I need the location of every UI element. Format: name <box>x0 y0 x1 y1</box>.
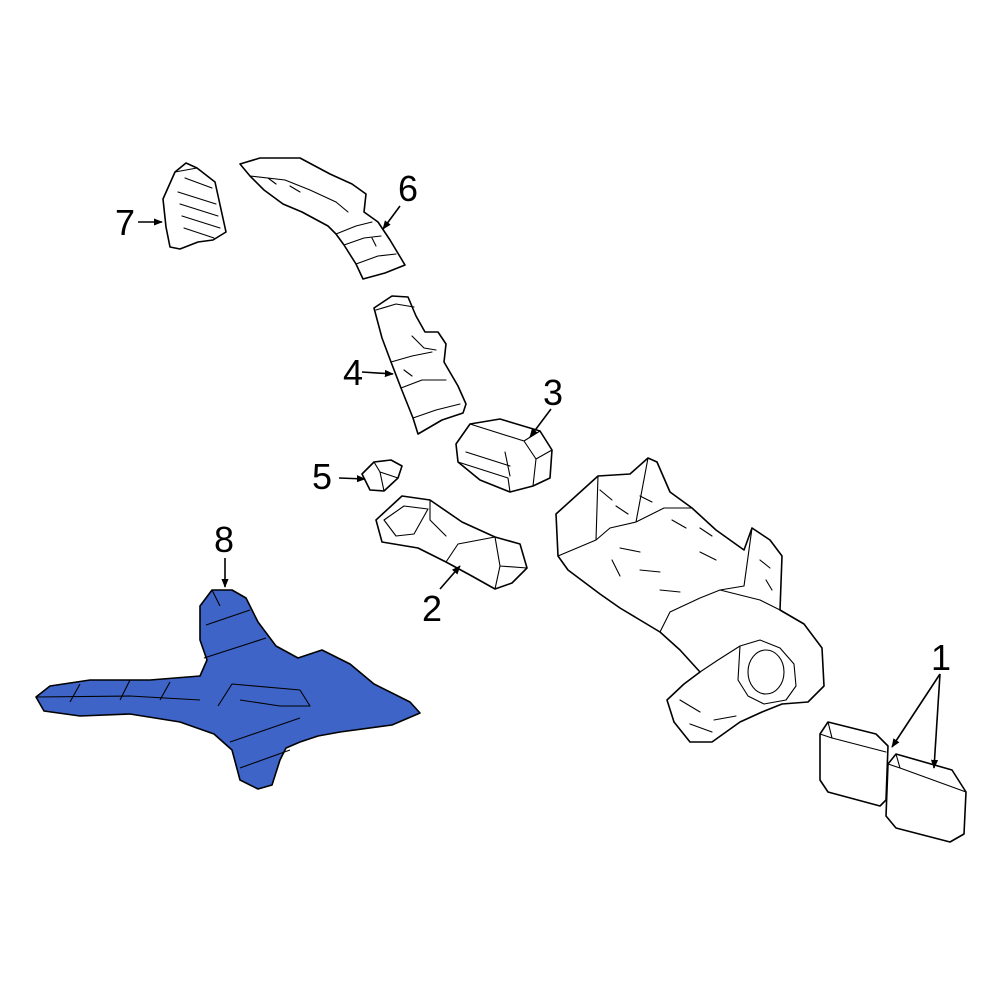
callout-2: 2 <box>422 588 442 629</box>
part-2-rear-duct[interactable] <box>375 495 528 590</box>
part-3-center-vent[interactable] <box>455 418 553 493</box>
callout-labels: 1 2 3 4 5 6 7 8 <box>115 168 951 678</box>
part-5-connector[interactable] <box>361 459 403 492</box>
heater-assembly[interactable] <box>555 457 825 743</box>
callout-3: 3 <box>543 372 563 413</box>
part-1-vents[interactable] <box>819 721 967 843</box>
part-6-upper-duct[interactable] <box>239 157 406 280</box>
part-4-side-duct[interactable] <box>373 295 467 435</box>
callout-1: 1 <box>931 637 951 678</box>
callout-7: 7 <box>115 202 135 243</box>
callout-5: 5 <box>312 456 332 497</box>
callout-8: 8 <box>214 519 234 560</box>
leader-lines <box>138 205 941 769</box>
callout-6: 6 <box>398 168 418 209</box>
callout-4: 4 <box>343 352 363 393</box>
part-7-grille[interactable] <box>162 162 227 250</box>
part-8-floor-duct[interactable] <box>35 589 421 790</box>
